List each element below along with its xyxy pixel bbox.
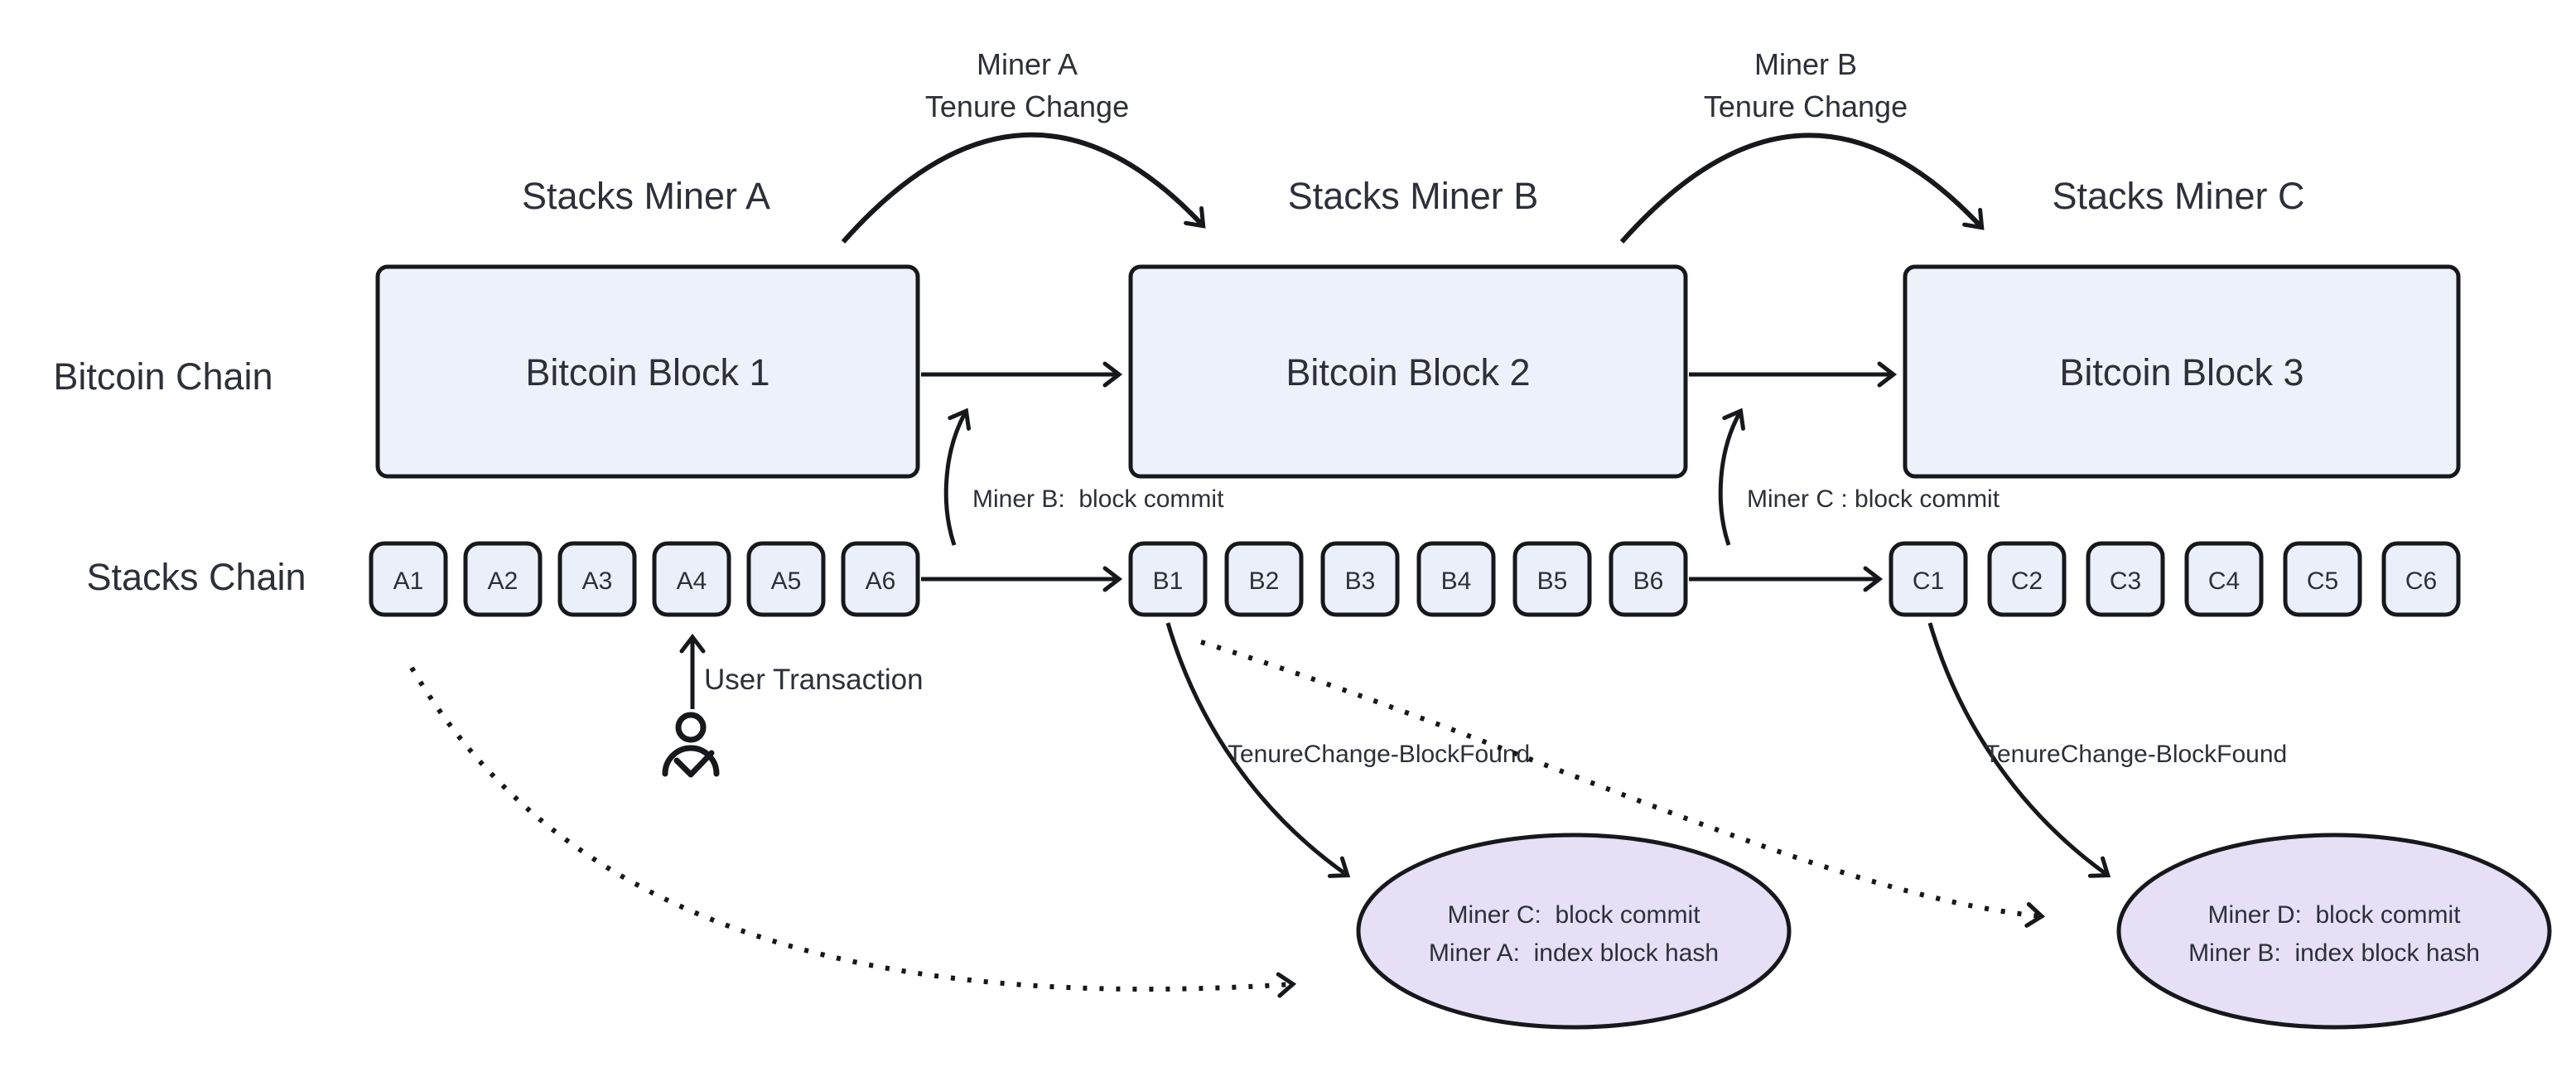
stacks-block-c3-label: C3	[2110, 567, 2141, 595]
stacks-block-a2-label: A2	[488, 567, 519, 595]
bitcoin-block-1	[375, 264, 920, 479]
dotted-arrow-b-to-sortition-2	[1200, 640, 2046, 928]
stacks-block-a6	[841, 541, 920, 617]
stacks-block-a1-label: A1	[393, 567, 424, 595]
stacks-block-c4-label: C4	[2208, 567, 2240, 595]
stacks-block-a6-label: A6	[866, 567, 896, 595]
user-transaction-label: User Transaction	[704, 664, 924, 696]
tenure-change-1-line2: Tenure Change	[925, 89, 1129, 123]
miner-b-block-commit-label: Miner B: block commit	[972, 485, 1224, 513]
stacks-block-c1-label: C1	[1913, 567, 1944, 595]
user-icon-body	[662, 745, 720, 777]
stacks-block-c2-label: C2	[2011, 567, 2043, 595]
stacks-miner-a-title: Stacks Miner A	[522, 175, 770, 217]
stacks-block-c6	[2381, 541, 2461, 617]
stacks-block-b5-label: B5	[1537, 567, 1568, 595]
tenure-change-2-line1: Miner B	[1754, 47, 1857, 81]
tenurechange-blockfound-label-2: TenureChange-BlockFound	[1985, 741, 2287, 768]
tenure-change-1-line1: Miner A	[977, 47, 1078, 81]
sortition-ellipse-1-line2: Miner A: index block hash	[1429, 939, 1719, 967]
tenure-change-arc-2	[1619, 133, 1985, 244]
bitcoin-block-3	[1903, 264, 2461, 479]
bitcoin-block-3-label: Bitcoin Block 3	[2059, 351, 2303, 393]
dotted-arrow-a-to-sortition-1	[409, 666, 1297, 998]
miner-c-block-commit-arrow	[1718, 408, 1745, 546]
stacks-block-c2	[1987, 541, 2067, 617]
stacks-miner-b-title: Stacks Miner B	[1288, 175, 1539, 217]
user-icon-check	[673, 750, 715, 778]
miner-b-block-commit-arrow	[943, 408, 971, 546]
stacks-block-a4	[652, 541, 731, 617]
tenurechange-blockfound-arrow-1	[1165, 622, 1351, 878]
stacks-blocks-row-b: B1 B2 B3 B4 B5 B6	[1128, 541, 1688, 617]
stacks-block-c3	[2086, 541, 2165, 617]
stacks-block-c5-label: C5	[2307, 567, 2338, 595]
sortition-ellipse-2	[2116, 833, 2552, 1030]
tenure-change-2-line2: Tenure Change	[1704, 89, 1908, 123]
bitcoin-chain-label: Bitcoin Chain	[53, 355, 273, 398]
stacks-block-b4-label: B4	[1441, 567, 1472, 595]
sortition-ellipse-2-line1: Miner D: block commit	[2207, 901, 2461, 929]
bitcoin-block-2-label: Bitcoin Block 2	[1286, 351, 1530, 393]
user-icon	[662, 712, 720, 778]
stacks-block-c4	[2184, 541, 2264, 617]
stacks-block-b2	[1224, 541, 1304, 617]
stacks-blocks-row-a: A1 A2 A3 A4 A5 A6	[369, 541, 920, 617]
stacks-block-c5	[2283, 541, 2362, 617]
stacks-block-b4	[1416, 541, 1496, 617]
stacks-block-c6-label: C6	[2405, 567, 2437, 595]
sortition-ellipse-1	[1356, 833, 1792, 1030]
bitcoin-block-1-label: Bitcoin Block 1	[525, 351, 769, 393]
tenurechange-blockfound-label-1: TenureChange-BlockFound	[1228, 741, 1530, 768]
stacks-block-b3	[1320, 541, 1400, 617]
stacks-block-b3-label: B3	[1345, 567, 1376, 595]
stacks-block-b2-label: B2	[1249, 567, 1280, 595]
tenurechange-blockfound-arrow-2	[1927, 622, 2111, 878]
stacks-chain-label: Stacks Chain	[86, 556, 306, 598]
stacks-block-b6	[1609, 541, 1688, 617]
stacks-block-a1	[369, 541, 448, 617]
stacks-block-a2	[463, 541, 543, 617]
stacks-block-b1-label: B1	[1153, 567, 1184, 595]
stacks-block-c1	[1889, 541, 1968, 617]
user-icon-head	[675, 712, 707, 743]
stacks-block-b1	[1128, 541, 1208, 617]
tenure-change-arc-1	[841, 132, 1206, 244]
stacks-blocks-row-c: C1 C2 C3 C4 C5 C6	[1889, 541, 2461, 617]
stacks-block-b5	[1512, 541, 1592, 617]
stacks-block-a5	[746, 541, 826, 617]
miner-c-block-commit-label: Miner C : block commit	[1747, 485, 2000, 513]
stacks-block-a4-label: A4	[677, 567, 707, 595]
stacks-block-a3	[557, 541, 637, 617]
stacks-miner-c-title: Stacks Miner C	[2052, 175, 2304, 217]
stacks-block-a5-label: A5	[771, 567, 802, 595]
bitcoin-block-2	[1128, 264, 1688, 479]
stacks-block-a3-label: A3	[582, 567, 613, 595]
sortition-ellipse-2-line2: Miner B: index block hash	[2188, 939, 2480, 967]
stacks-block-b6-label: B6	[1633, 567, 1664, 595]
sortition-ellipse-1-line1: Miner C: block commit	[1447, 901, 1700, 929]
